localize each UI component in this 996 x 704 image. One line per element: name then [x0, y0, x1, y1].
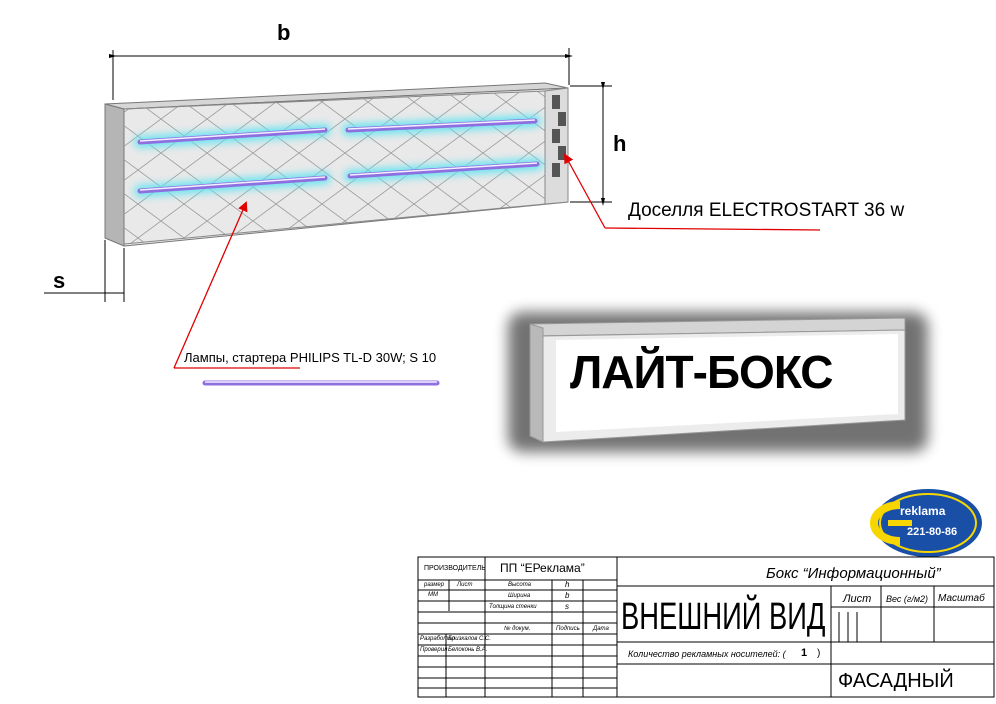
- scale-header: Масштаб: [938, 593, 985, 604]
- dimension-h-label: h: [613, 131, 627, 156]
- count-close: ): [817, 648, 821, 659]
- wall-label: Толщина стенки: [489, 604, 537, 610]
- lamp-tube: [199, 377, 443, 389]
- developed-name: Бризкалов С.С.: [448, 636, 491, 642]
- title-block-frame: [417, 556, 995, 698]
- lamp-tube: [134, 172, 331, 197]
- signature-label: Подпись: [556, 626, 580, 632]
- col-sheet: Лист: [457, 582, 473, 588]
- type-value: ФАСАДНЫЙ: [838, 670, 954, 692]
- wall-value: s: [565, 602, 569, 611]
- light-box-render: [508, 312, 928, 452]
- width-value: b: [565, 591, 570, 600]
- ballast-block: [552, 163, 560, 177]
- date-label: Дата: [593, 626, 609, 632]
- weight-header: Вес (г/м2): [886, 594, 929, 604]
- view-title: ВНЕШНИЙ ВИД: [621, 596, 826, 638]
- ballast-block: [558, 112, 566, 126]
- product-name: Бокс “Информационный”: [766, 565, 941, 582]
- lamps-callout: Лампы, стартера PHILIPS TL-D 30W; S 10: [184, 350, 437, 365]
- logo-phone: 221-80-86: [907, 526, 958, 538]
- callout-arrows: [173, 153, 821, 369]
- width-label: Ширина: [508, 593, 531, 599]
- ballast-callout: Доселля ELECTROSTART 36 w: [628, 200, 905, 221]
- checked-name: Белоконь В.А.: [448, 647, 488, 653]
- ballast-block: [552, 129, 560, 143]
- dimension-b-label: b: [277, 20, 291, 45]
- height-label: Высота: [508, 582, 532, 588]
- dimension-lines: [44, 48, 612, 302]
- sign-text: ЛАЙТ-БОКС: [570, 346, 834, 398]
- doc-no-label: № докум.: [504, 626, 531, 632]
- lamp-tube: [342, 115, 541, 136]
- col-size: размер: [424, 582, 445, 588]
- unit-value: ММ: [428, 592, 438, 598]
- checked-label: Проверил: [420, 647, 448, 653]
- lamp-tube: [344, 158, 543, 182]
- logo-name: reklama: [900, 504, 946, 518]
- producer-label: ПРОИЗВОДИТЕЛЬ: [424, 565, 486, 572]
- ballast-block: [552, 95, 560, 109]
- developed-label: Разработал: [420, 636, 455, 642]
- reklama-logo: [870, 489, 982, 557]
- count-label: Количество рекламных носителей: (: [628, 649, 786, 659]
- producer-value: ПП “ЕРеклама”: [500, 561, 585, 575]
- sample-lamp: [199, 377, 443, 389]
- sheet-header: Лист: [843, 593, 872, 605]
- ballast-block: [558, 146, 566, 160]
- dimension-s-label: s: [53, 268, 66, 293]
- height-value: h: [565, 580, 570, 589]
- fluorescent-lamps: [134, 115, 543, 197]
- count-value: 1: [801, 647, 808, 659]
- lamp-tube: [134, 124, 331, 148]
